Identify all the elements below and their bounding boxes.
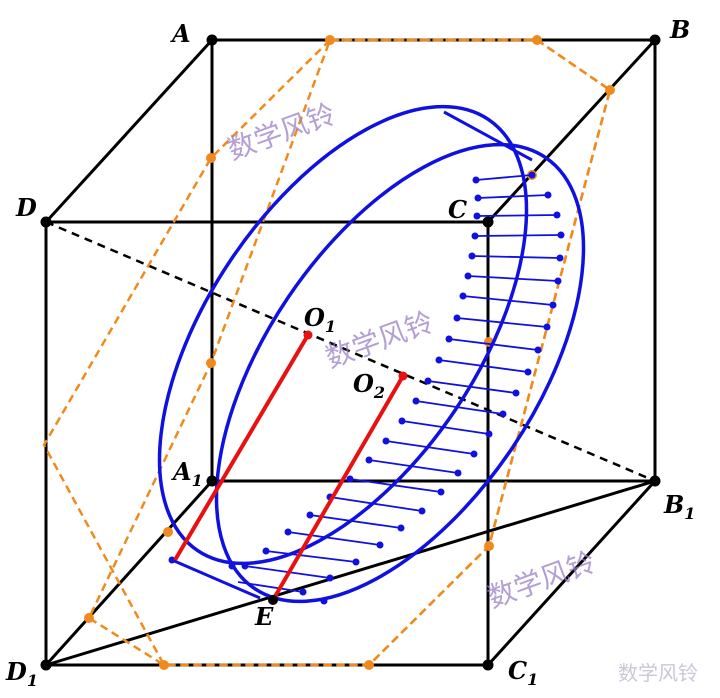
watermark-corner: 数学风铃 bbox=[618, 661, 698, 685]
cylinder-ellipses bbox=[157, 104, 586, 604]
label-o1-letter: O bbox=[304, 303, 325, 332]
label-d: D bbox=[15, 193, 37, 222]
cylinder-band-hatching bbox=[237, 174, 562, 593]
diagonal-d-b1 bbox=[45, 220, 656, 483]
label-c1: C1 bbox=[508, 656, 538, 689]
band-points bbox=[168, 171, 565, 605]
label-d1-letter: D bbox=[5, 657, 27, 686]
vertex-points bbox=[40, 34, 661, 671]
radii bbox=[173, 333, 405, 602]
label-a1: A1 bbox=[171, 457, 203, 490]
label-o1-sub: 1 bbox=[325, 317, 336, 336]
label-o2: O2 bbox=[353, 369, 385, 402]
label-b1: B1 bbox=[663, 490, 695, 523]
cylinder-generators bbox=[171, 110, 533, 600]
label-c: C bbox=[448, 195, 467, 224]
label-o2-letter: O bbox=[353, 369, 374, 398]
label-c1-sub: 1 bbox=[527, 670, 538, 689]
label-e: E bbox=[254, 602, 274, 631]
cube-edges bbox=[44, 38, 657, 667]
label-a1-sub: 1 bbox=[192, 471, 203, 490]
hexagon-points bbox=[84, 35, 615, 670]
label-b1-sub: 1 bbox=[684, 504, 695, 523]
label-b1-letter: B bbox=[663, 490, 684, 519]
label-b: B bbox=[669, 15, 690, 44]
label-o2-sub: 2 bbox=[373, 383, 385, 402]
watermark-top: 数学风铃 bbox=[223, 97, 340, 166]
label-d1-sub: 1 bbox=[27, 671, 38, 690]
watermark-middle: 数学风铃 bbox=[321, 305, 438, 374]
label-o1: O1 bbox=[304, 303, 336, 336]
label-d1: D1 bbox=[5, 657, 38, 690]
label-a1-letter: A bbox=[171, 457, 192, 486]
label-c1-letter: C bbox=[508, 656, 527, 685]
label-a: A bbox=[170, 19, 191, 48]
center-points bbox=[303, 330, 408, 381]
